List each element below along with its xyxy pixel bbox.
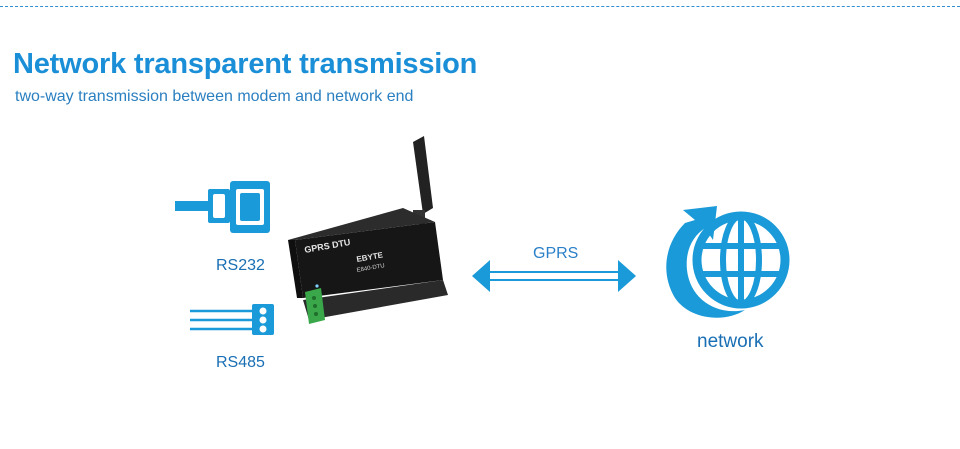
page-subtitle: two-way transmission between modem and n… [15, 88, 414, 105]
top-dashed-divider [0, 6, 960, 7]
gprs-label: GPRS [533, 245, 579, 262]
rs232-connector-icon [175, 181, 270, 233]
device-model: E840-DTU [356, 263, 385, 274]
rs485-label: RS485 [216, 354, 265, 371]
bidirectional-arrow [472, 260, 636, 292]
rs485-terminal-icon [190, 304, 274, 335]
gprs-dtu-device: GPRS DTU EBYTE E840-DTU [288, 136, 448, 324]
rs232-label: RS232 [216, 257, 265, 274]
network-globe-icon [666, 206, 790, 318]
network-label: network [697, 331, 764, 352]
page-title: Network transparent transmission [13, 48, 478, 80]
